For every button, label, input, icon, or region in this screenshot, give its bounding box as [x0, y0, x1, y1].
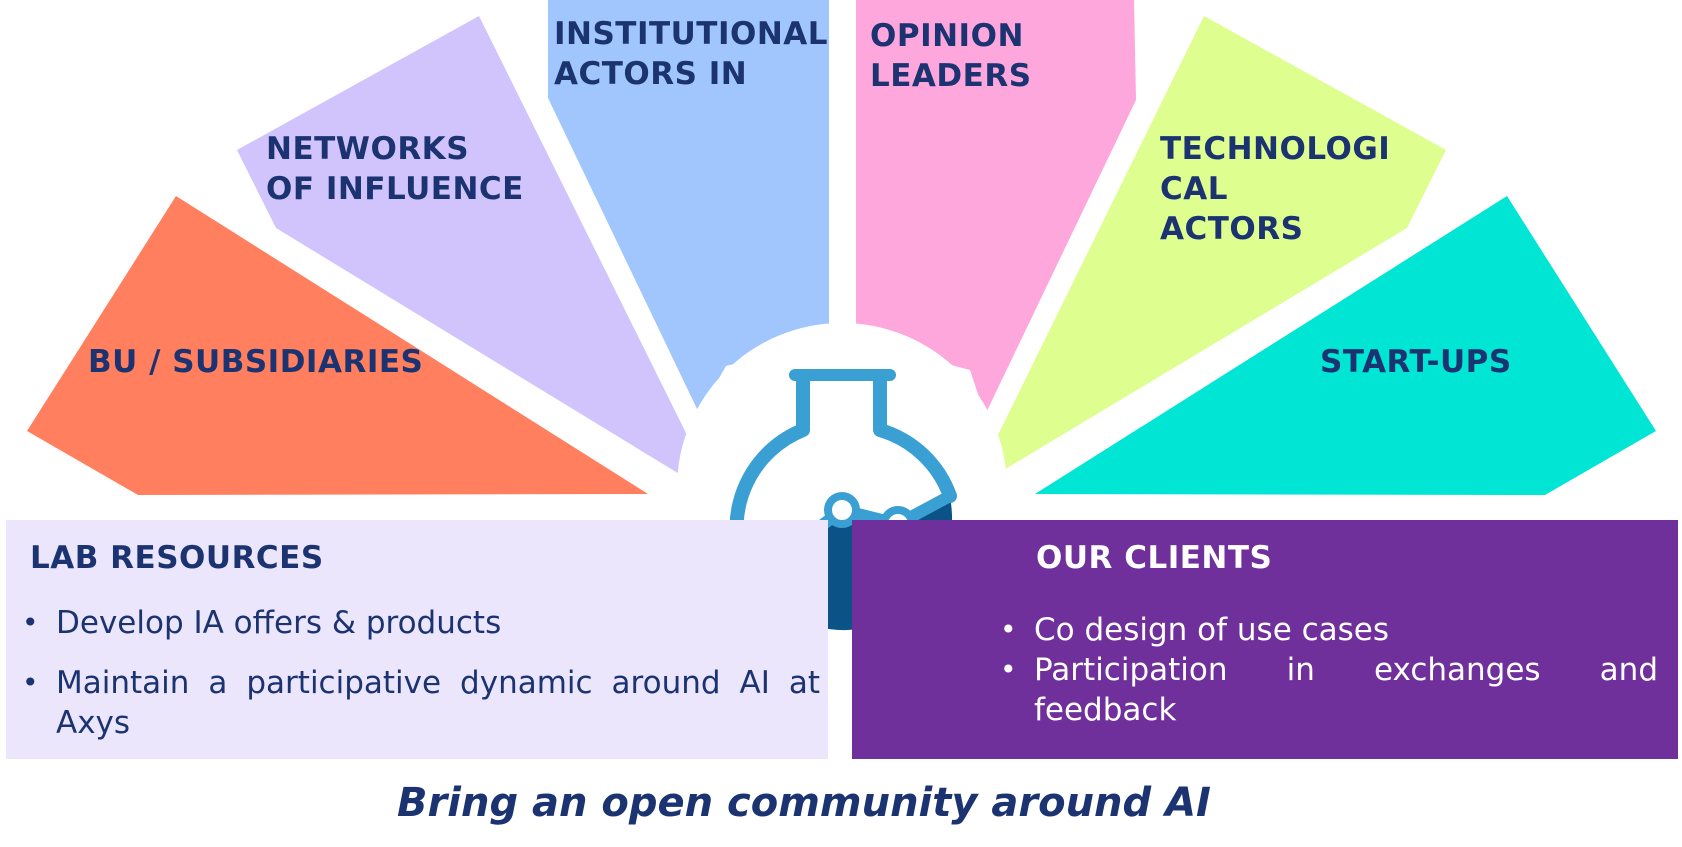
tagline: Bring an open community around AI	[397, 780, 1211, 826]
petal-label-technological-actors: TECHNOLOGI CAL ACTORS	[1160, 131, 1391, 247]
our-clients-panel: OUR CLIENTS • Co design of use cases • P…	[852, 520, 1678, 759]
petal-label-opinion-leaders: OPINION LEADERS	[870, 18, 1032, 94]
petal-networks-of-influence	[237, 16, 690, 475]
bullet-icon: •	[1000, 613, 1017, 646]
list-item-text: Maintain a participative dynamic around …	[56, 665, 820, 741]
bullet-icon: •	[22, 666, 39, 699]
list-item-text: Develop IA offers & products	[56, 605, 502, 641]
petal-institutional-actors	[548, 0, 829, 413]
petal-label-bu-subsidiaries: BU / SUBSIDIARIES	[88, 344, 424, 380]
our-clients-list: • Co design of use cases • Participation…	[998, 610, 1658, 730]
lab-resources-panel: LAB RESOURCES • Develop IA offers & prod…	[6, 520, 828, 759]
list-item: • Co design of use cases	[998, 610, 1658, 650]
list-item: • Participation in exchanges and feedbac…	[998, 650, 1658, 730]
petal-bu-subsidiaries	[27, 196, 648, 495]
lab-resources-list: • Develop IA offers & products • Maintai…	[20, 603, 820, 743]
bullet-icon: •	[1000, 653, 1017, 686]
our-clients-title: OUR CLIENTS	[1036, 540, 1273, 576]
bullet-icon: •	[22, 606, 39, 639]
petal-label-institutional-actors: INSTITUTIONAL ACTORS IN	[554, 16, 829, 92]
petal-opinion-leaders	[856, 0, 1136, 415]
list-item-text: Participation in exchanges and feedback	[1034, 652, 1658, 728]
list-item: • Maintain a participative dynamic aroun…	[20, 663, 820, 743]
petal-label-networks-of-influence: NETWORKS OF INFLUENCE	[266, 131, 524, 207]
flask-chart-point	[824, 492, 860, 528]
list-item-text: Co design of use cases	[1034, 612, 1390, 648]
petal-technological-actors	[995, 16, 1446, 471]
petal-label-start-ups: START-UPS	[1320, 344, 1512, 380]
list-item: • Develop IA offers & products	[20, 603, 820, 643]
lab-resources-title: LAB RESOURCES	[30, 540, 324, 576]
petal-start-ups	[1035, 196, 1656, 495]
